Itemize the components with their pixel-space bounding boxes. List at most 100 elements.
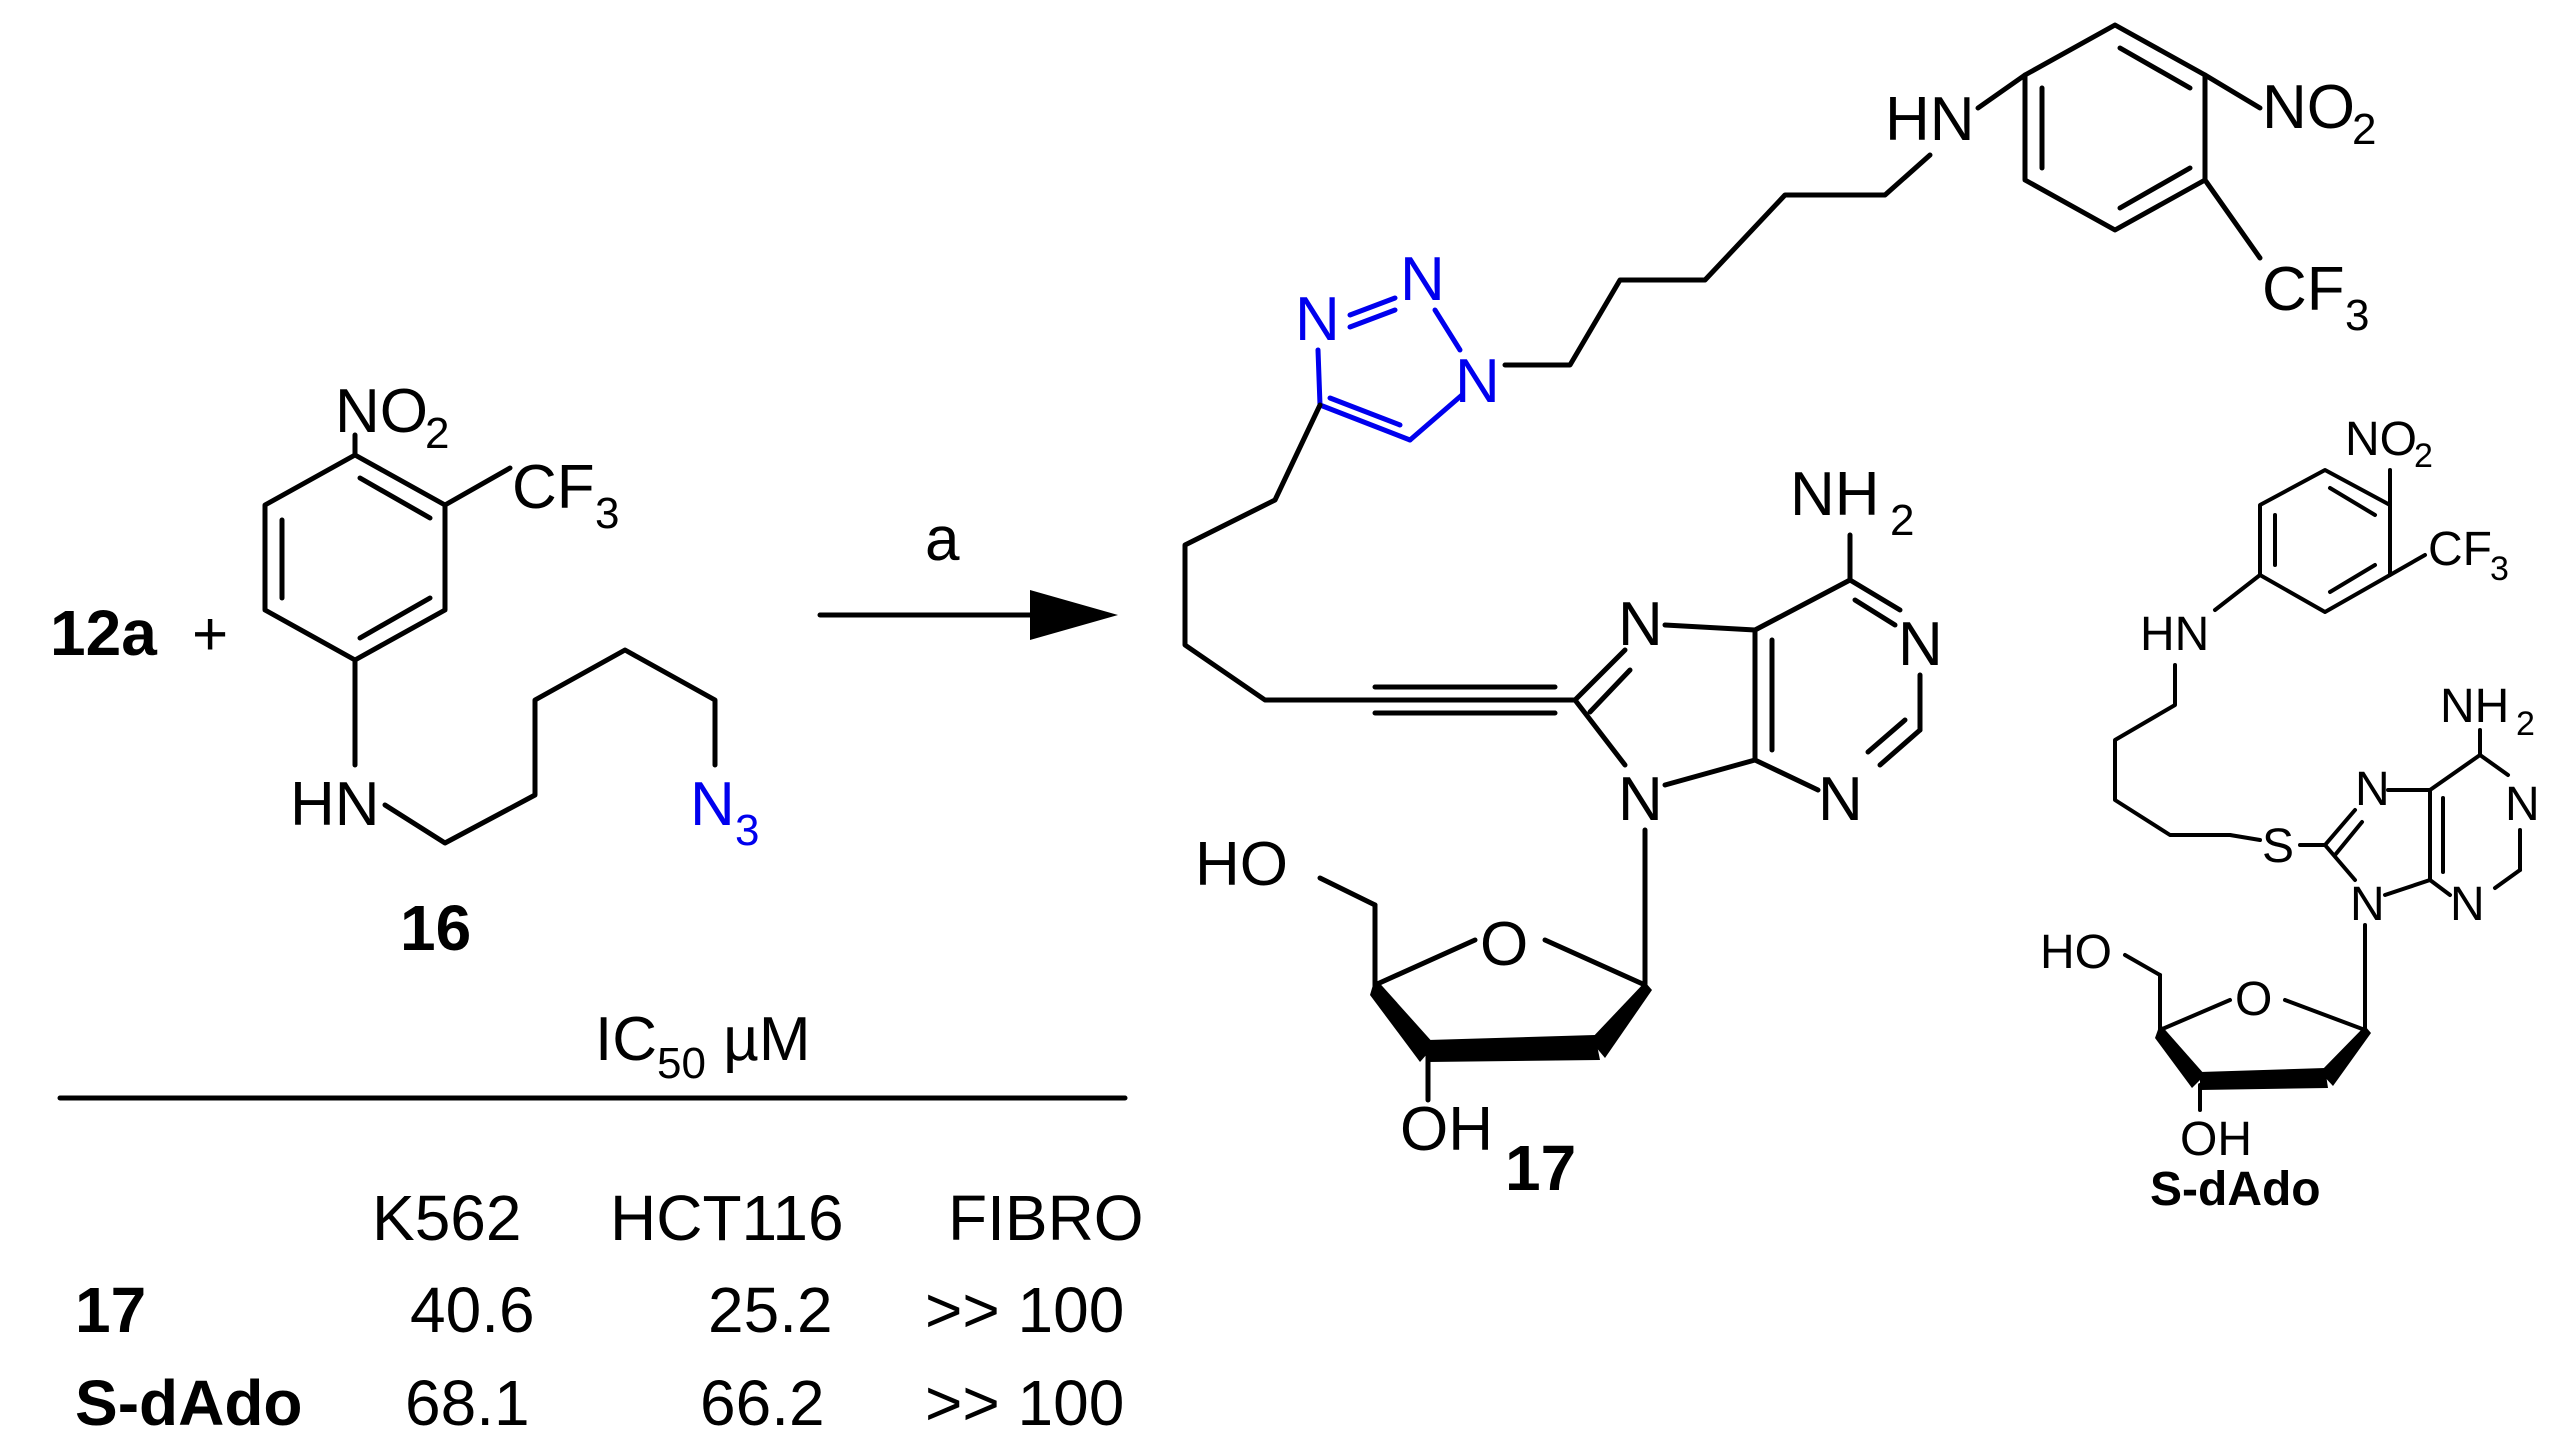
- bond: [2428, 753, 2482, 792]
- cell-sdado-k562: 68.1: [405, 1367, 530, 1439]
- bond: [2123, 953, 2162, 977]
- cell-sdado-hct116: 66.2: [700, 1367, 825, 1439]
- compound-s-dado-label: S-dAdo: [2150, 1163, 2321, 1216]
- amino-subscript: 2: [1890, 496, 1914, 545]
- triazole-n3: N: [1295, 285, 1340, 354]
- amino-group-label: NH: [1790, 460, 1880, 529]
- bond: [1865, 717, 1908, 755]
- bond: [2202, 177, 2263, 261]
- bond: [2428, 878, 2452, 897]
- triazole-bond: [1327, 395, 1403, 428]
- table-title-subscript: 50: [657, 1039, 706, 1088]
- bond: [1752, 577, 1853, 633]
- bond: [2213, 573, 2262, 612]
- cell-17-fibro: >> 100: [925, 1274, 1124, 1346]
- bond: [2283, 998, 2367, 1032]
- amino-group-label: NH: [2440, 680, 2509, 733]
- amine-label: HN: [1885, 85, 1975, 154]
- bond: [1317, 875, 1378, 908]
- aromatic-bond: [2117, 165, 2193, 211]
- bond: [1752, 757, 1821, 793]
- alkyl-chain: [2113, 663, 2232, 837]
- cf3-subscript: 3: [2490, 550, 2509, 588]
- triazole-n1: N: [1455, 347, 1500, 416]
- purine-n3: N: [2450, 878, 2485, 931]
- wedge-bond: [1428, 1035, 1600, 1062]
- table-title: IC50 µM: [595, 1005, 811, 1088]
- bond: [1587, 667, 1633, 715]
- benzene-ring: [262, 452, 448, 663]
- aromatic-bond: [357, 475, 433, 521]
- nitro-subscript: 2: [425, 409, 449, 458]
- bond: [2323, 808, 2357, 847]
- bond: [1662, 757, 1758, 788]
- aromatic-bond: [2328, 563, 2377, 594]
- purine-n7: N: [2355, 763, 2390, 816]
- bond: [1852, 597, 1898, 628]
- column-header-k562: K562: [372, 1182, 521, 1254]
- reaction-condition: a: [925, 505, 960, 574]
- alkyl-chain: [382, 647, 718, 846]
- amine-label: HN: [2140, 608, 2209, 661]
- triazole-bond: [1407, 392, 1465, 443]
- bond: [2228, 833, 2262, 842]
- purine-n7: N: [1618, 590, 1663, 659]
- reactant-12a: 12a +: [50, 597, 228, 669]
- purine-n9: N: [2350, 878, 2385, 931]
- bond: [1572, 697, 1628, 768]
- aromatic-bond: [2328, 486, 2377, 517]
- compound-s-dado: NO 2 CF 3 HN S N N NH 2 N N O: [2040, 413, 2540, 1216]
- bond: [2333, 820, 2364, 857]
- nitro-group-label: NO: [2262, 73, 2355, 142]
- row-compound-s-dado: S-dAdo: [75, 1367, 303, 1439]
- bond: [2388, 553, 2427, 577]
- hydroxyl-3-label: OH: [1400, 1095, 1493, 1164]
- bond: [1662, 622, 1758, 633]
- table-title-main: IC: [595, 1005, 657, 1074]
- wedge-bond: [2155, 1024, 2205, 1088]
- nitro-group-label: NO: [335, 377, 428, 446]
- ring-oxygen: O: [1480, 910, 1528, 979]
- aromatic-bond: [2117, 45, 2193, 91]
- wedge-bond: [1590, 982, 1652, 1058]
- plus-sign: +: [192, 600, 228, 669]
- compound-16-label: 16: [400, 892, 471, 964]
- triazole-bond: [1315, 347, 1323, 408]
- bond: [442, 465, 513, 508]
- bond: [2202, 72, 2263, 111]
- triazole-bond: [1347, 295, 1398, 318]
- bond: [2493, 868, 2522, 890]
- purine-n1: N: [2505, 778, 2540, 831]
- cf3-subscript: 3: [595, 489, 619, 538]
- hydroxyl-3-label: OH: [2180, 1113, 2252, 1166]
- triazole-bond: [1432, 307, 1463, 353]
- benzene-ring: [2022, 22, 2208, 233]
- bond: [2383, 878, 2432, 897]
- ic50-table: IC50 µM K562 HCT116 FIBRO 17 40.6 25.2 >…: [57, 1005, 1144, 1439]
- triazole-bond: [1317, 402, 1413, 443]
- bond: [2323, 843, 2357, 882]
- compound-16: NO 2 CF 3 HN N 3 16: [262, 377, 759, 964]
- hydroxyl-5-label: HO: [2040, 926, 2112, 979]
- compound-17-label: 17: [1505, 1132, 1576, 1204]
- triazole-n2: N: [1400, 245, 1445, 314]
- nitro-subscript: 2: [2414, 437, 2433, 475]
- bond: [1877, 727, 1923, 768]
- bond: [2478, 753, 2510, 777]
- wedge-bond: [1370, 978, 1435, 1062]
- bond: [1572, 647, 1628, 703]
- reagent-label: 12a: [50, 597, 157, 669]
- cf3-group-label: CF: [2262, 255, 2345, 324]
- column-header-hct116: HCT116: [610, 1182, 844, 1254]
- alkyl-chain: [1502, 152, 1933, 368]
- triazole-bond: [1347, 307, 1398, 330]
- azide-subscript: 3: [735, 806, 759, 855]
- azide-label: N: [690, 770, 735, 839]
- thioether-label: S: [2262, 820, 2294, 873]
- purine-n1: N: [1898, 610, 1943, 679]
- benzene-ring: [2258, 468, 2392, 614]
- purine-n9: N: [1618, 765, 1663, 834]
- table-title-unit: µM: [706, 1005, 811, 1074]
- nitro-subscript: 2: [2352, 105, 2376, 154]
- cf3-group-label: CF: [512, 453, 595, 522]
